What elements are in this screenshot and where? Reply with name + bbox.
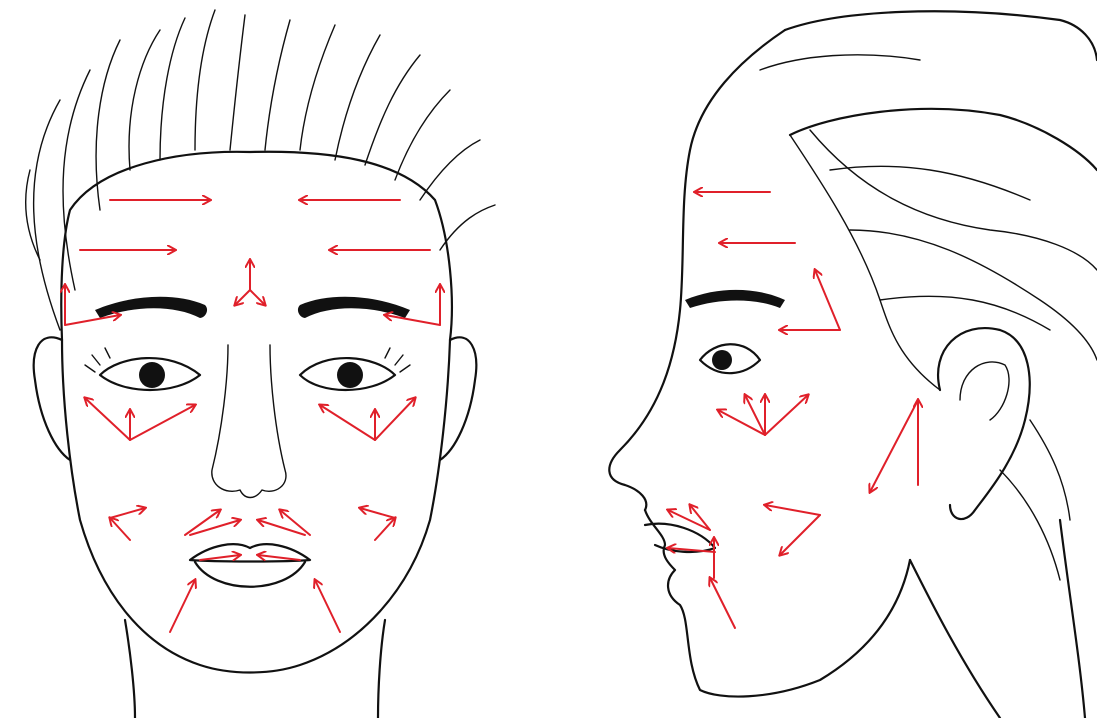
profile-ear <box>938 328 1030 519</box>
front-arrow-18 <box>110 518 130 540</box>
front-arrow-14 <box>130 405 195 440</box>
massage-arrows <box>65 192 918 632</box>
front-arrow-21 <box>360 508 395 518</box>
front-head-outline <box>61 152 452 673</box>
profile-lower-face <box>645 510 910 697</box>
profile-arrow-16 <box>710 578 735 628</box>
profile-arrow-11 <box>765 505 820 515</box>
front-arrow-26 <box>200 555 240 560</box>
front-neck-left <box>125 620 135 718</box>
front-arrow-6 <box>235 290 250 305</box>
front-arrow-17 <box>375 398 415 440</box>
front-arrow-29 <box>315 580 340 632</box>
front-right-eyebrow <box>298 297 410 318</box>
front-arrow-19 <box>110 508 145 518</box>
front-arrow-11 <box>385 315 440 325</box>
front-lips <box>190 544 310 587</box>
profile-arrow-7 <box>765 395 808 435</box>
profile-arrow-13 <box>668 510 710 530</box>
front-face-illustration <box>26 10 495 718</box>
front-arrow-28 <box>170 580 195 632</box>
front-arrow-15 <box>320 405 375 440</box>
front-nose <box>212 345 286 498</box>
profile-arrow-10 <box>870 400 918 492</box>
profile-arrow-4 <box>815 270 840 330</box>
front-hair <box>26 10 495 330</box>
profile-hair <box>760 11 1097 580</box>
front-arrow-9 <box>65 315 120 325</box>
front-arrow-20 <box>375 518 395 540</box>
profile-neck <box>910 560 1000 718</box>
profile-face-illustration <box>609 11 1097 718</box>
front-arrow-25 <box>258 520 305 535</box>
front-arrow-27 <box>258 555 300 560</box>
profile-pupil <box>712 350 732 370</box>
profile-eyebrow <box>685 290 785 308</box>
front-arrow-12 <box>85 398 130 440</box>
front-left-eyebrow <box>95 297 207 318</box>
front-neck-right <box>378 620 385 718</box>
front-right-eye <box>300 348 410 390</box>
profile-forehead <box>609 30 785 510</box>
front-arrow-23 <box>190 520 240 535</box>
front-left-eye <box>85 348 200 390</box>
profile-arrow-12 <box>780 515 820 555</box>
front-arrow-7 <box>250 290 265 305</box>
